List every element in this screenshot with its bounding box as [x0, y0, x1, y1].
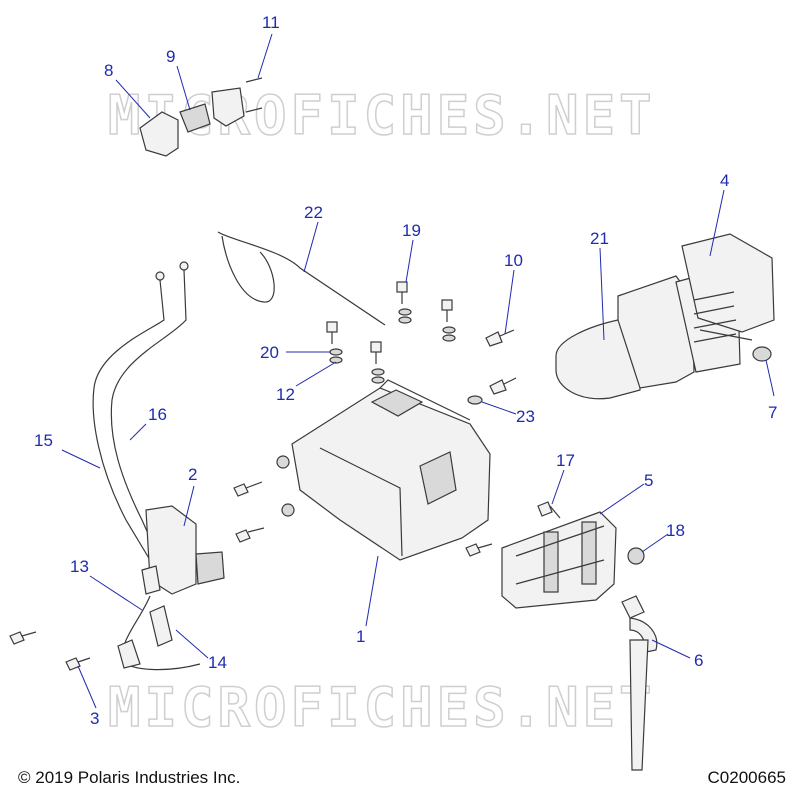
callout-19: 19 — [402, 221, 421, 240]
callout-7: 7 — [768, 403, 777, 422]
callout-12: 12 — [276, 385, 295, 404]
cable-tie-part — [217, 231, 386, 326]
bracket-hardware-part — [233, 455, 493, 557]
callout-17: 17 — [556, 451, 575, 470]
diagram-code: C0200665 — [707, 768, 786, 787]
callout-9: 9 — [166, 47, 175, 66]
terminal-boots-part — [117, 595, 201, 671]
watermark-bottom: MICROFICHES.NET — [108, 676, 656, 739]
winch-bolts-part — [467, 329, 517, 405]
contactor-part — [141, 505, 225, 595]
callout-labels: 11 9 8 22 19 10 4 21 7 20 12 23 17 5 18 … — [34, 13, 777, 728]
battery-cables-part — [92, 261, 189, 561]
callout-4: 4 — [720, 171, 729, 190]
callout-6: 6 — [694, 651, 703, 670]
callout-15: 15 — [34, 431, 53, 450]
callout-11: 11 — [262, 13, 280, 32]
winch-mount-bracket-part — [291, 379, 491, 561]
callout-22: 22 — [304, 203, 323, 222]
callout-5: 5 — [644, 471, 653, 490]
mount-bolts-part — [326, 281, 456, 384]
copyright-notice: © 2019 Polaris Industries Inc. — [18, 768, 241, 787]
bolts-part-3 — [9, 631, 91, 671]
callout-18: 18 — [666, 521, 685, 540]
callout-23: 23 — [516, 407, 535, 426]
callout-2: 2 — [188, 465, 197, 484]
fairlead-fasteners-part — [537, 501, 645, 565]
callout-16: 16 — [148, 405, 167, 424]
callout-3: 3 — [90, 709, 99, 728]
roller-fairlead-part — [501, 511, 617, 609]
leader-lines — [61, 33, 775, 709]
callout-8: 8 — [104, 61, 113, 80]
switch-bezel-part — [139, 77, 263, 157]
callout-13: 13 — [70, 557, 89, 576]
callout-1: 1 — [356, 627, 365, 646]
hook-strap-part — [621, 595, 658, 771]
callout-10: 10 — [504, 251, 523, 270]
callout-21: 21 — [590, 229, 609, 248]
winch-part — [555, 233, 775, 400]
callout-14: 14 — [208, 653, 227, 672]
callout-20: 20 — [260, 343, 279, 362]
